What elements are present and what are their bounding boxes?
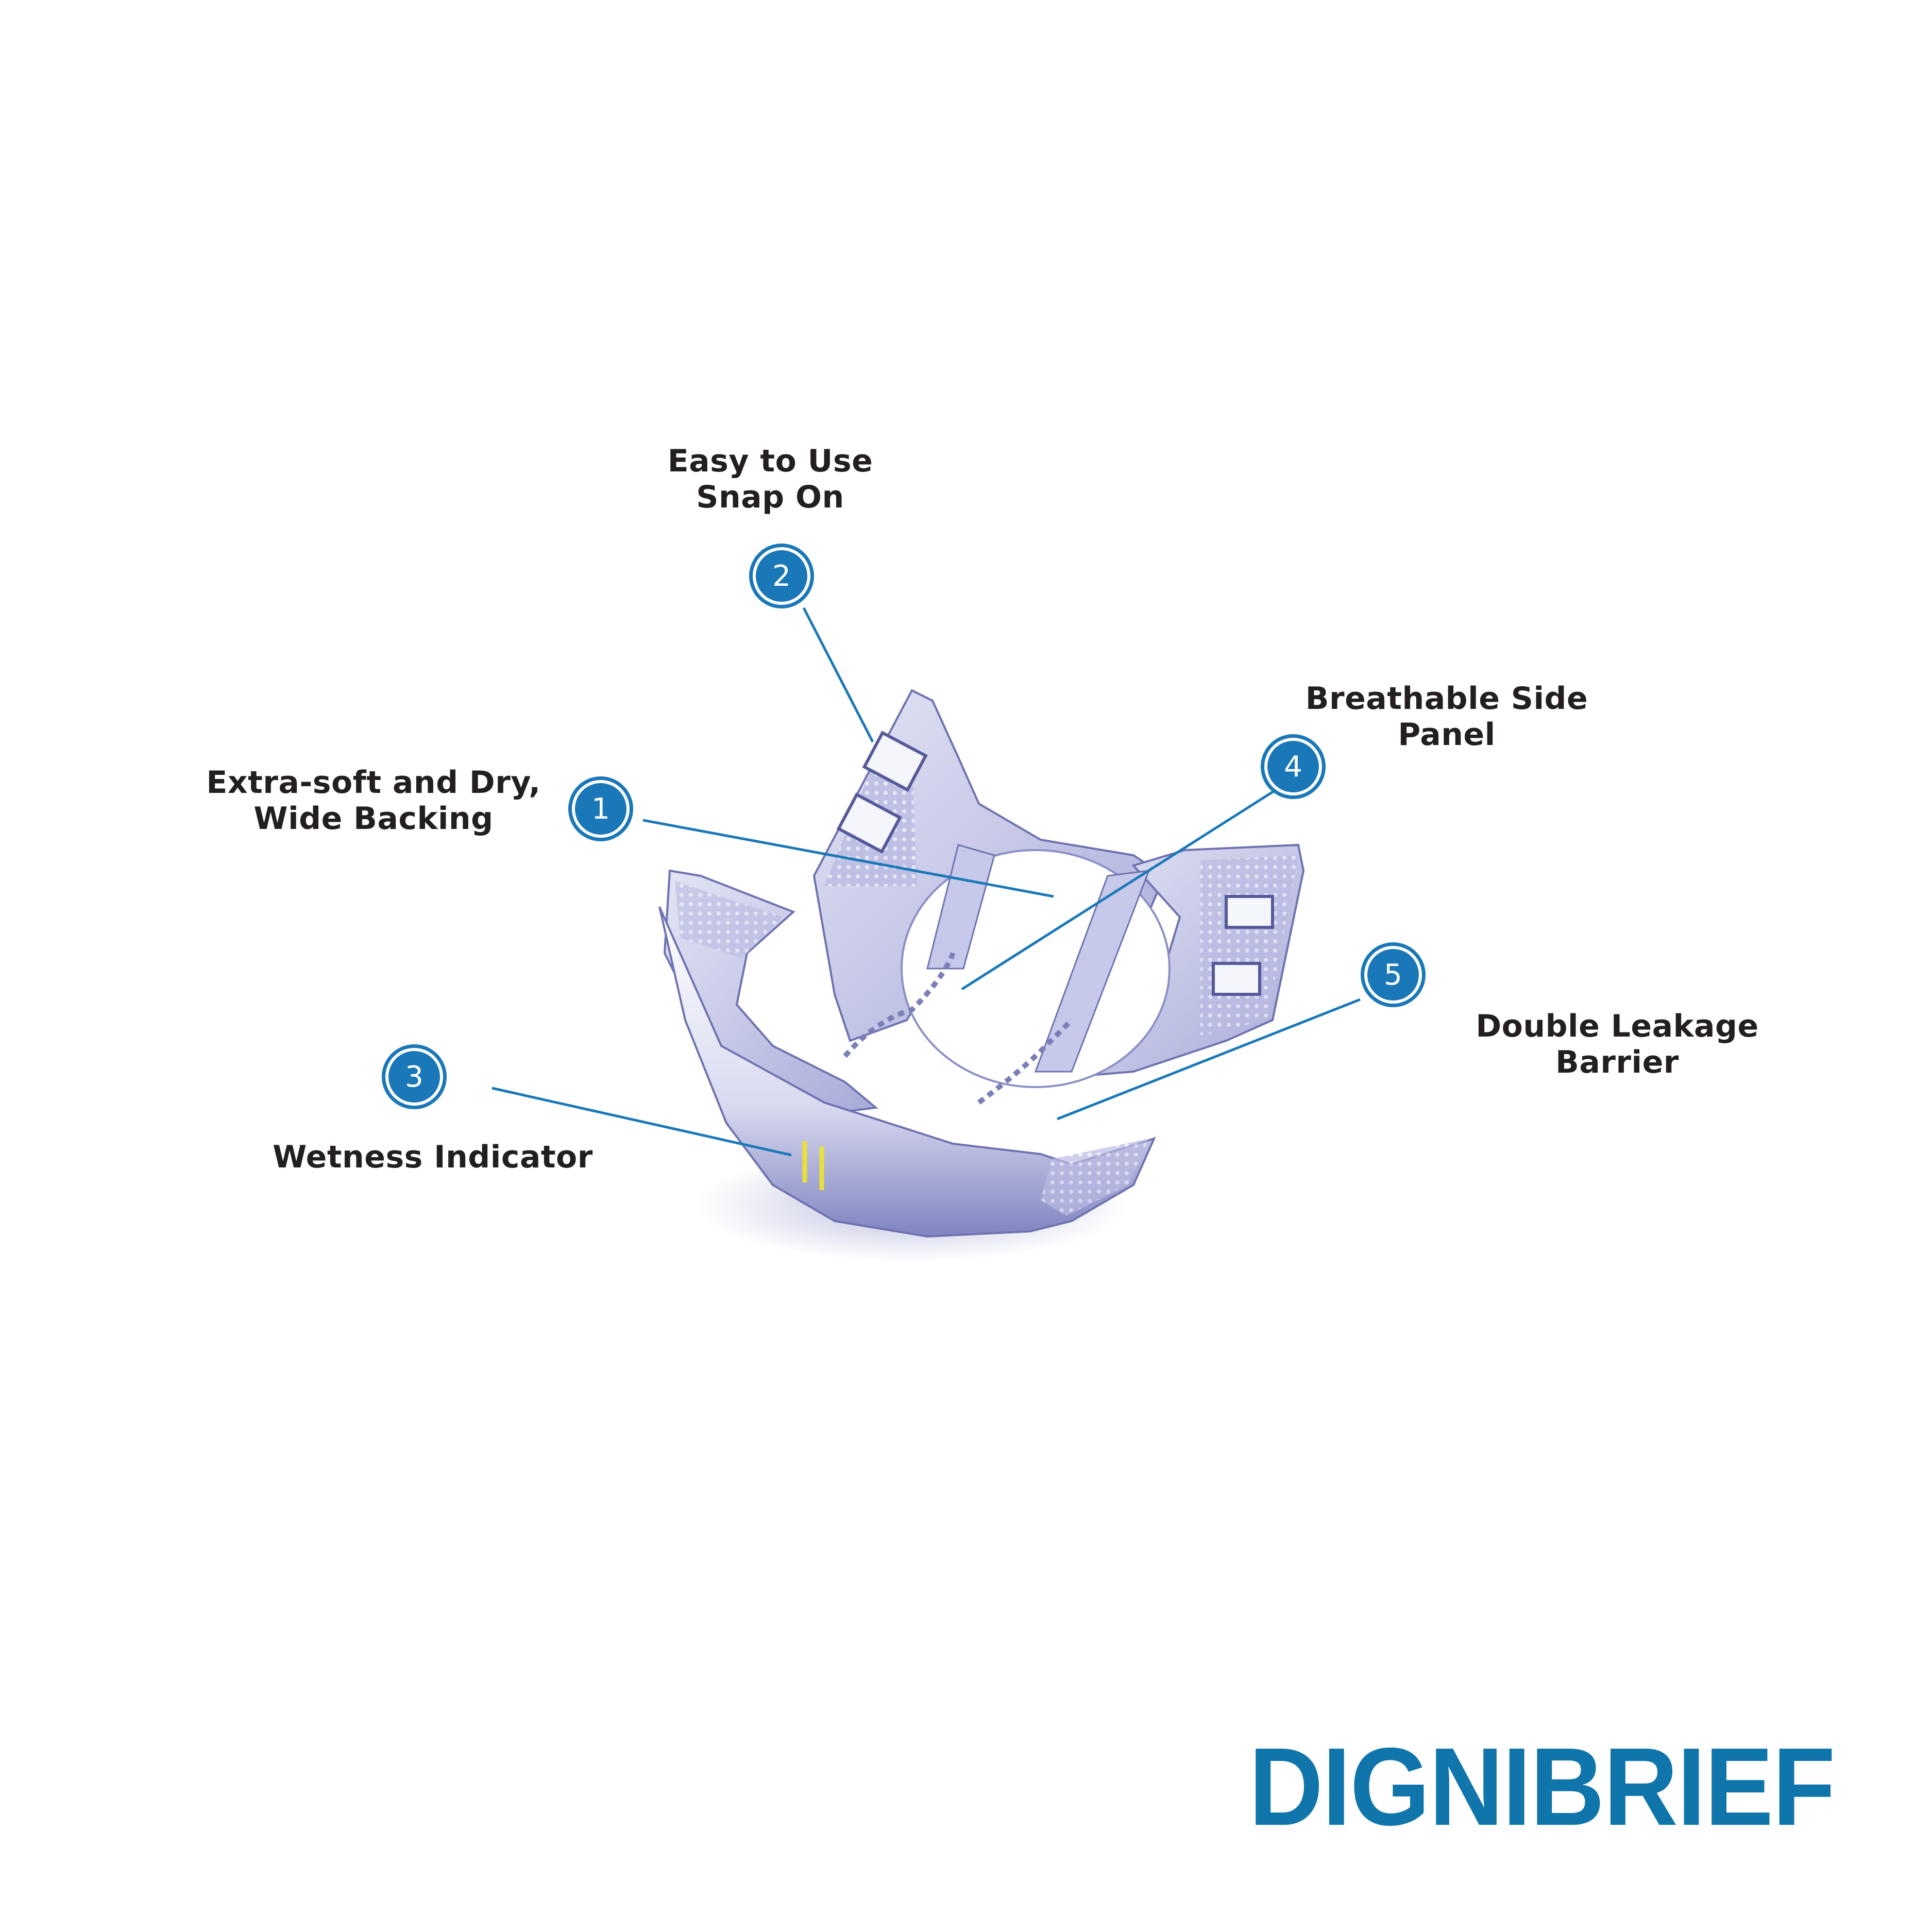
callout-badge-1: 1: [568, 776, 633, 841]
callout-badge-4-number: 4: [1267, 741, 1319, 792]
callout-label-2-line-1: Easy to Use: [667, 443, 873, 479]
callout-label-4-line-2: Panel: [1398, 717, 1496, 753]
callout-label-5: Double Leakage Barrier: [1476, 1008, 1758, 1080]
callout-badge-4: 4: [1261, 734, 1326, 799]
callout-label-4: Breathable Side Panel: [1306, 681, 1588, 753]
callout-label-5-line-2: Barrier: [1555, 1044, 1679, 1080]
callout-leader-lines: [492, 607, 1361, 1157]
callout-badge-5: 5: [1361, 942, 1426, 1007]
brand-logo-text: DIGNIBRIEF: [1249, 1724, 1836, 1849]
callout-label-1-line-2: Wide Backing: [253, 801, 494, 837]
callout-label-1: Extra-soft and Dry, Wide Backing: [206, 765, 540, 837]
callout-label-5-line-1: Double Leakage: [1476, 1008, 1759, 1044]
callout-badge-1-number: 1: [575, 783, 626, 835]
callout-label-2-line-2: Snap On: [696, 479, 844, 515]
callout-label-3-line-1: Wetness Indicator: [273, 1139, 593, 1175]
callout-label-3: Wetness Indicator: [273, 1139, 593, 1175]
callout-label-1-line-1: Extra-soft and Dry,: [206, 765, 541, 801]
callout-badge-3-number: 3: [388, 1051, 440, 1103]
callout-badge-2-number: 2: [756, 550, 807, 602]
callout-label-4-line-1: Breathable Side: [1305, 681, 1588, 717]
callout-badge-3: 3: [382, 1044, 447, 1109]
callout-badge-5-number: 5: [1367, 949, 1419, 1001]
callout-label-2: Easy to Use Snap On: [668, 443, 873, 515]
callout-badge-2: 2: [749, 544, 814, 608]
